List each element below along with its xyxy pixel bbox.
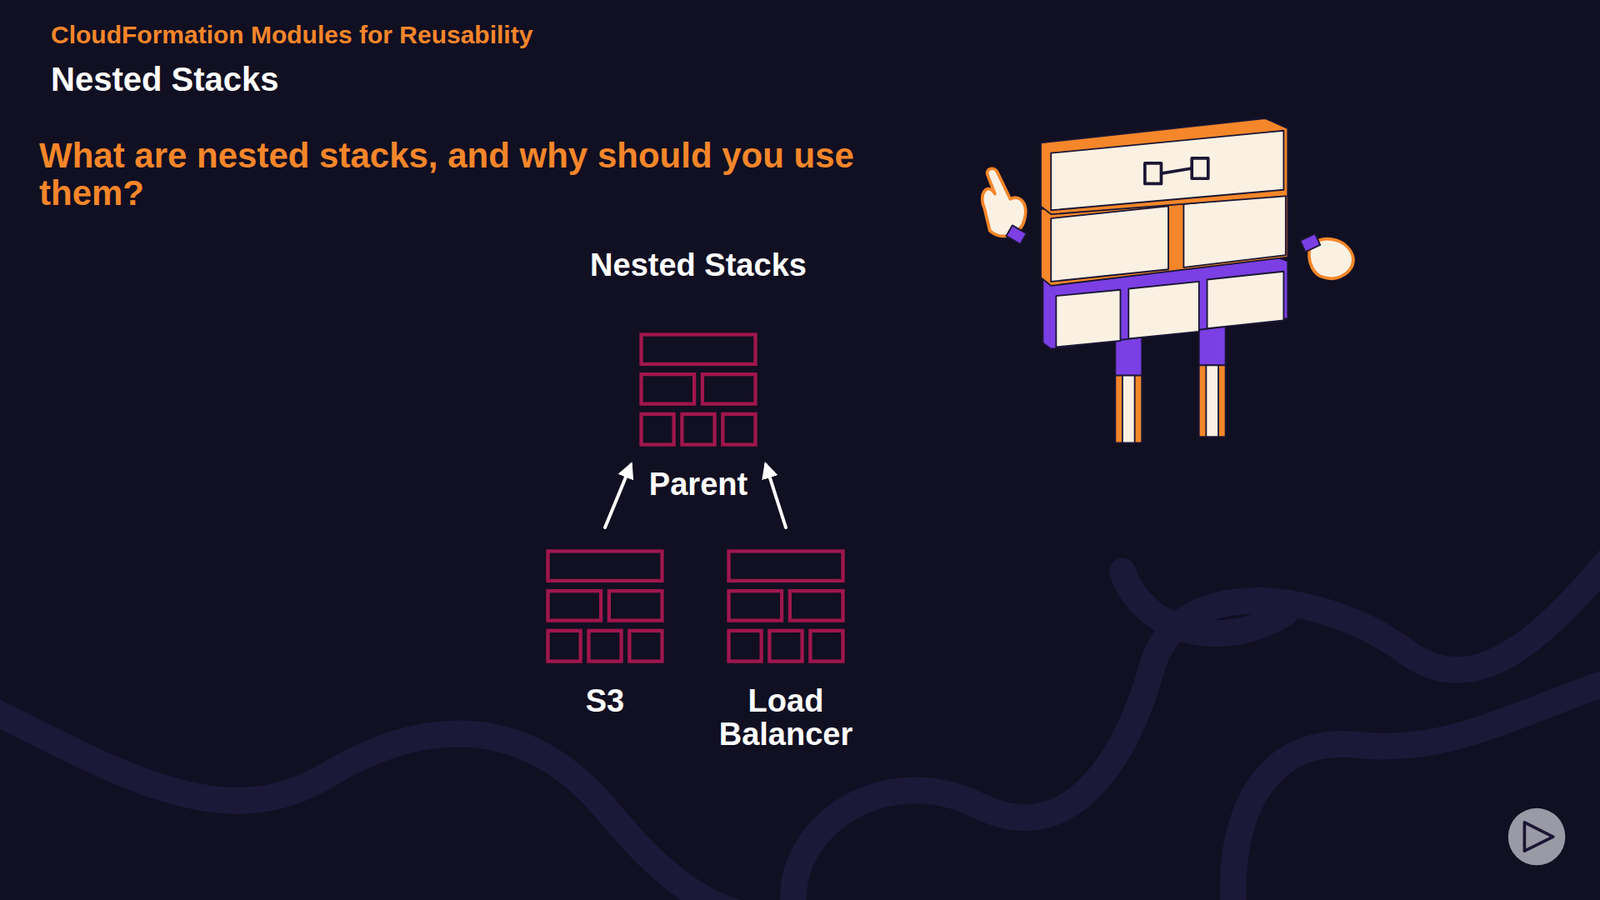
- stack-icon: [545, 549, 665, 664]
- arrow-connector: [765, 465, 786, 528]
- background-curves: [0, 530, 1600, 900]
- stack-icon: [726, 549, 845, 664]
- stack-node: Load Balancer: [698, 549, 874, 752]
- brick-mascot: [982, 118, 1354, 443]
- diagram-heading: Nested Stacks: [590, 248, 807, 283]
- section-heading: CloudFormation Modules for Reusability: [50, 21, 533, 49]
- stack-label: Load Balancer: [698, 685, 874, 752]
- stack-node: Parent: [639, 332, 758, 502]
- play-button: [1508, 808, 1566, 866]
- stack-label: S3: [585, 685, 625, 719]
- question-text: What are nested stacks, and why should y…: [39, 136, 873, 213]
- stack-node: S3: [545, 549, 665, 719]
- arrow-connector: [605, 465, 631, 528]
- slide-title: Nested Stacks: [50, 61, 279, 98]
- stack-label: Parent: [649, 468, 748, 502]
- stack-icon: [639, 332, 758, 447]
